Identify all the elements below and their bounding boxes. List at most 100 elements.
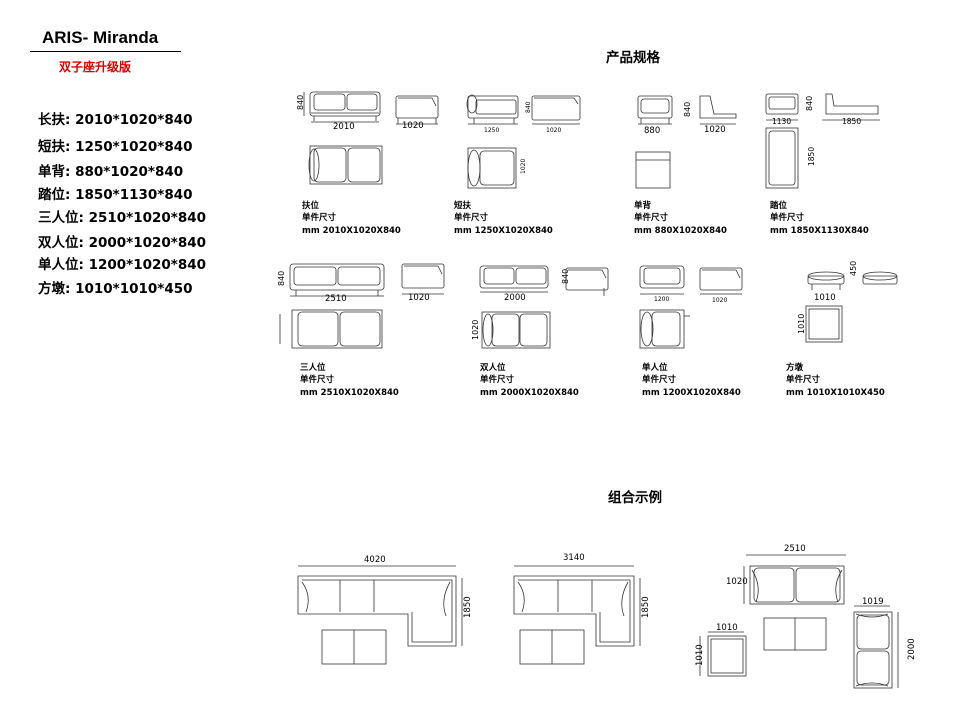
armrest-side-drawing <box>395 95 439 125</box>
ottoman-front-drawing <box>807 271 845 290</box>
one-seat-depth-dim: 1020 <box>712 297 727 304</box>
spec-item: 三人位: 2510*1020*840 <box>38 210 207 226</box>
armrest-plan-drawing <box>308 145 383 185</box>
spec-item: 单人位: 1200*1020*840 <box>38 257 207 273</box>
single-back-side-drawing <box>699 95 737 125</box>
short-arm-size-label: 单件尺寸 <box>454 212 489 223</box>
three-seat-depth-dim: 1020 <box>408 293 430 303</box>
ottoman-name: 方墩 <box>786 362 804 373</box>
two-seat-height-dim: 840 <box>561 269 570 284</box>
combo-c-square-ottoman-drawing <box>707 635 747 677</box>
ottoman-width-dim: 1010 <box>814 293 836 303</box>
chaise-size: mm 1850X1130X840 <box>770 226 869 236</box>
one-seat-name: 单人位 <box>642 362 668 373</box>
chaise-side-drawing <box>822 93 880 121</box>
title-underline <box>30 51 181 52</box>
armrest-depth-dim: 1020 <box>402 121 424 131</box>
three-seat-front-drawing <box>289 263 385 297</box>
combo-b-width-dim: 3140 <box>563 553 585 563</box>
combo-c-ottoman-width-dim: 1010 <box>716 623 738 633</box>
combo-b-drawing <box>513 575 635 647</box>
one-seat-side-drawing <box>699 267 743 295</box>
armrest-height-dim: 840 <box>296 95 305 110</box>
ottoman-side-drawing <box>862 271 898 285</box>
two-seat-plan-depth-dim: 1020 <box>471 320 480 340</box>
single-back-plan-drawing <box>635 151 671 189</box>
chaise-name: 踏位 <box>770 200 788 211</box>
armrest-size-label: 单件尺寸 <box>302 212 337 223</box>
chaise-width-dim: 1130 <box>772 117 791 126</box>
two-seat-width-dim: 2000 <box>504 293 526 303</box>
chaise-plan-drawing <box>765 127 799 189</box>
two-seat-front-drawing <box>479 265 549 293</box>
page-subtitle: 双子座升级版 <box>59 60 132 74</box>
short-arm-width-dim: 1250 <box>484 127 499 134</box>
short-arm-front-drawing <box>466 94 519 125</box>
combo-c-side-length-dim: 2000 <box>907 638 917 660</box>
three-seat-width-dim: 2510 <box>325 294 347 304</box>
single-back-size: mm 880X1020X840 <box>634 226 727 236</box>
two-seat-side-drawing <box>565 267 609 296</box>
three-seat-height-dim: 840 <box>277 271 286 286</box>
page-title: ARIS- Miranda <box>42 28 159 47</box>
combo-c-width-dim: 2510 <box>784 544 806 554</box>
single-back-height-dim: 840 <box>683 102 692 117</box>
armrest-width-dim: 2010 <box>333 122 355 132</box>
short-arm-size: mm 1250X1020X840 <box>454 226 553 236</box>
two-seat-name: 双人位 <box>480 362 506 373</box>
combo-a-depth-dim: 1850 <box>463 596 473 618</box>
chaise-depth-dim: 1850 <box>807 147 816 166</box>
two-seat-plan-drawing <box>481 311 551 349</box>
one-seat-width-dim: 1200 <box>654 296 669 303</box>
three-seat-plan-drawing <box>279 309 383 349</box>
spec-item: 长扶: 2010*1020*840 <box>38 112 193 128</box>
combo-b-depth-dim: 1850 <box>641 596 651 618</box>
short-arm-depth-dim: 1020 <box>546 127 561 134</box>
section-heading-product-specs: 产品规格 <box>606 50 660 66</box>
one-seat-size: mm 1200X1020X840 <box>642 388 741 398</box>
chaise-length-dim: 1850 <box>842 117 861 126</box>
three-seat-name: 三人位 <box>300 362 326 373</box>
combo-c-side-width-dim: 1019 <box>862 597 884 607</box>
three-seat-side-drawing <box>401 263 445 295</box>
short-arm-side-drawing <box>531 95 581 125</box>
armrest-front-drawing <box>303 91 381 123</box>
ottoman-depth-dim: 1010 <box>797 314 806 334</box>
combo-a-width-dim: 4020 <box>364 555 386 565</box>
three-seat-size: mm 2510X1020X840 <box>300 388 399 398</box>
spec-item: 双人位: 2000*1020*840 <box>38 235 207 251</box>
one-seat-front-drawing <box>639 265 685 295</box>
short-arm-plan-drawing <box>467 147 517 189</box>
ottoman-size-label: 单件尺寸 <box>786 374 821 385</box>
short-arm-height-dim: 840 <box>525 101 532 113</box>
chaise-size-label: 单件尺寸 <box>770 212 805 223</box>
armrest-name: 扶位 <box>302 200 320 211</box>
ottoman-plan-drawing <box>805 305 843 343</box>
one-seat-plan-drawing <box>639 309 690 349</box>
one-seat-size-label: 单件尺寸 <box>642 374 677 385</box>
two-seat-size: mm 2000X1020X840 <box>480 388 579 398</box>
combo-c-ottoman-drawing <box>763 617 827 651</box>
short-arm-plan-depth-dim: 1020 <box>520 159 527 174</box>
spec-item: 踏位: 1850*1130*840 <box>38 187 193 203</box>
single-back-name: 单背 <box>634 200 652 211</box>
combo-c-side-sofa-drawing <box>853 611 893 689</box>
chaise-height-dim: 840 <box>805 96 814 111</box>
combo-a-ottoman-drawing <box>321 629 387 665</box>
single-back-depth-dim: 1020 <box>704 125 726 135</box>
spec-item: 短扶: 1250*1020*840 <box>38 139 193 155</box>
ottoman-height-dim: 450 <box>849 261 858 276</box>
short-arm-name: 短扶 <box>454 200 472 211</box>
combo-c-ottoman-depth-dim: 1010 <box>695 644 705 666</box>
ottoman-size: mm 1010X1010X450 <box>786 388 885 398</box>
section-heading-combo-examples: 组合示例 <box>608 490 662 506</box>
single-back-size-label: 单件尺寸 <box>634 212 669 223</box>
combo-a-drawing <box>297 575 457 647</box>
spec-item: 单背: 880*1020*840 <box>38 164 184 180</box>
chaise-front-drawing <box>765 93 799 121</box>
three-seat-size-label: 单件尺寸 <box>300 374 335 385</box>
armrest-size: mm 2010X1020X840 <box>302 226 401 236</box>
spec-item: 方墩: 1010*1010*450 <box>38 281 193 297</box>
single-back-width-dim: 880 <box>644 126 660 136</box>
